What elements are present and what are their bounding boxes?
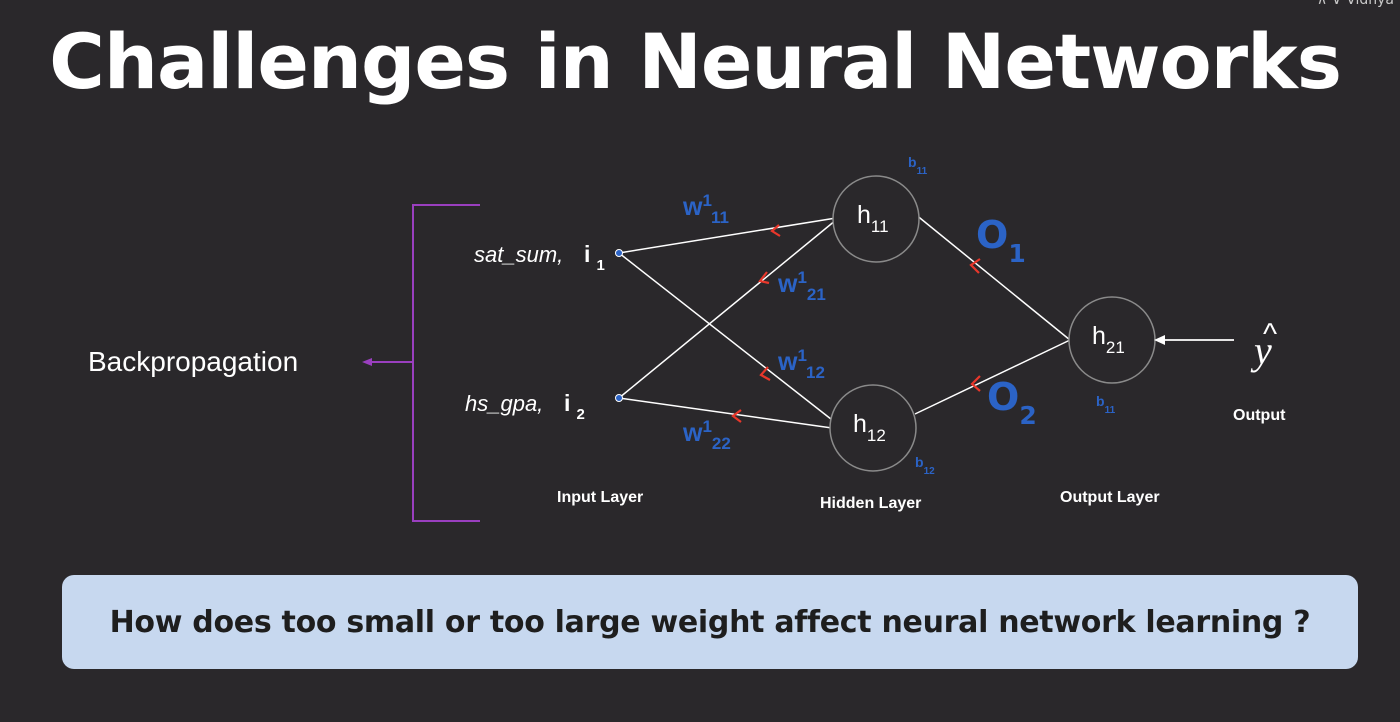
input-label-1: sat_sum, i 1: [474, 241, 605, 274]
yhat-arrowhead: [1154, 335, 1165, 345]
output-caption: Output: [1233, 407, 1286, 424]
edge-i2-h12: [618, 397, 833, 429]
input-name-1: sat_sum,: [474, 242, 563, 267]
input-symbol-1: i: [584, 241, 590, 267]
y-hat-caret: ^: [1263, 318, 1277, 351]
backprop-label: Backpropagation: [88, 346, 298, 377]
output-label-o2: O2: [987, 375, 1037, 430]
question-text: How does too small or too large weight a…: [109, 604, 1311, 640]
node-label-h12: h12: [853, 410, 886, 445]
input-node-1: [615, 249, 623, 257]
output-label-o1: O1: [976, 213, 1026, 268]
edge-h11-h21: [914, 213, 1071, 341]
input-label-2: hs_gpa, i 2: [465, 390, 585, 423]
weight-label-w12: w112: [777, 346, 825, 382]
red-arrow-w21: [758, 271, 770, 285]
bias-label-h21: b11: [1096, 393, 1116, 416]
hidden-node-h11: [832, 175, 920, 263]
bias-label-h12: b12: [915, 454, 935, 477]
hidden-layer-label: Hidden Layer: [820, 495, 921, 512]
input-sub-1: 1: [597, 257, 605, 274]
backprop-arrowhead: [362, 358, 372, 366]
weight-label-w21: w121: [777, 268, 826, 304]
edge-i1-h11: [618, 217, 837, 254]
input-node-2: [615, 394, 623, 402]
backprop-bracket: [370, 204, 480, 522]
red-arrow-w22: [731, 409, 742, 423]
y-hat-symbol: y: [1250, 328, 1272, 373]
red-arrow-w11: [770, 224, 781, 237]
backprop-arrows: [731, 224, 981, 423]
output-layer-label: Output Layer: [1060, 489, 1160, 506]
red-arrow-o1: [969, 258, 981, 274]
edge-h12-h21: [914, 339, 1071, 415]
input-name-2: hs_gpa,: [465, 391, 543, 416]
hidden-node-h12: [829, 384, 917, 472]
red-arrow-w12: [759, 366, 771, 381]
red-arrow-o2: [970, 375, 981, 392]
page-title: Challenges in Neural Networks: [49, 17, 1342, 106]
edge-i1-h12: [618, 252, 837, 424]
input-layer-label: Input Layer: [557, 489, 643, 506]
weight-label-w22: w122: [682, 417, 731, 453]
question-box: How does too small or too large weight a…: [62, 575, 1358, 669]
corner-text: ⊼ ∨ Vidhya: [1316, 0, 1394, 8]
node-label-h21: h21: [1092, 322, 1125, 357]
bias-label-h11: b11: [908, 154, 928, 177]
input-symbol-2: i: [564, 390, 570, 416]
node-label-h11: h11: [857, 201, 889, 236]
connections: [618, 213, 1071, 429]
edge-i2-h11: [618, 219, 837, 399]
weight-label-w11: w111: [682, 191, 729, 227]
input-sub-2: 2: [577, 406, 585, 423]
